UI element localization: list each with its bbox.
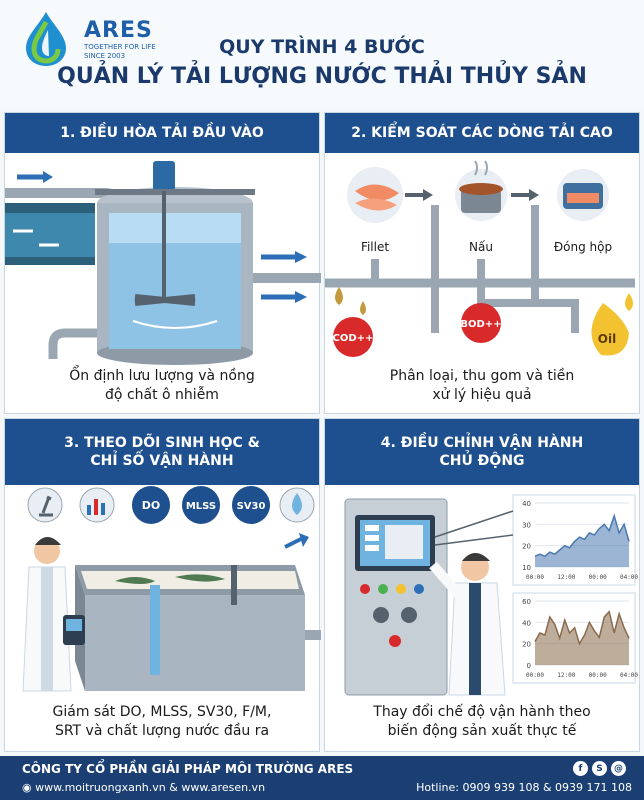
step-2-heading: 2. KIỂM SOÁT CÁC DÒNG TẢI CAO [325, 113, 639, 153]
x-tick-label: 00:00 [526, 672, 544, 679]
step-3-heading: 3. THEO DÕI SINH HỌC & CHỈ SỐ VẬN HÀNH [5, 419, 319, 485]
mail-icon[interactable]: @ [611, 761, 626, 776]
engineer-figure [429, 553, 506, 696]
footer: CÔNG TY CỔ PHẦN GIẢI PHÁP MÔI TRƯỜNG ARE… [0, 756, 644, 800]
badge-cod: COD++ [333, 333, 374, 344]
step-4-panel: 4. ĐIỀU CHỈNH VẬN HÀNH CHỦ ĐỘNG 10 20 30 40… [324, 418, 640, 752]
brand-tagline: TOGETHER FOR LIFE [84, 43, 156, 51]
step-1-heading: 1. ĐIỀU HÒA TẢI ĐẦU VÀO [5, 113, 319, 153]
y-tick-label: 20 [522, 543, 531, 551]
page-title-line2: QUẢN LÝ TẢI LƯỢNG NƯỚC THẢI THỦY SẢN [57, 64, 587, 89]
footer-website[interactable]: ◉ www.moitruongxanh.vn & www.aresen.vn [22, 781, 265, 794]
connector-line-2 [434, 534, 514, 546]
brand-name: ARES [84, 18, 153, 43]
indicator-sv30: SV30 [237, 501, 266, 512]
globe-icon: ◉ [22, 781, 36, 794]
canned-food-icon [557, 169, 609, 221]
page-title-line1: QUY TRÌNH 4 BƯỚC [219, 36, 425, 58]
brand-logo[interactable]: ARES TOGETHER FOR LIFE SINCE 2003 [18, 8, 158, 78]
badge-oil: Oil [598, 332, 616, 346]
step-3-caption: Giám sát DO, MLSS, SV30, F/M, SRT và chấ… [52, 704, 272, 739]
biological-monitoring-illustration: DO MLSS SV30 [22, 486, 321, 692]
step-1-caption: Ổn định lưu lượng và nồng độ chất ô nhiễ… [69, 368, 255, 403]
series-area [535, 611, 629, 665]
footer-website-text: www.moitruongxanh.vn & www.aresen.vn [35, 781, 266, 794]
y-tick-label: 10 [522, 564, 531, 572]
x-tick-label: 04:00 [620, 672, 638, 679]
trend-chart-2: 0 20 40 60 00:00 12:00 00:00 04:00 [522, 598, 638, 679]
water-drop-icon [26, 12, 66, 66]
bar-chart-icon [79, 487, 115, 523]
y-tick-label: 0 [527, 662, 531, 670]
x-tick-label: 00:00 [589, 672, 607, 679]
skype-icon[interactable]: S [592, 761, 607, 776]
source-label-cooking: Nấu [469, 240, 493, 254]
indicator-do: DO [142, 499, 160, 512]
control-cabinet [344, 498, 448, 696]
high-load-streams-illustration: Fillet Nấu Đóng hộp COD++ BOD++ Oil [325, 160, 635, 357]
step-2-caption: Phân loại, thu gom và tiền xử lý hiệu qu… [389, 368, 575, 403]
step-4-caption: Thay đổi chế độ vận hành theo biến động … [373, 704, 591, 739]
social-icons: f S @ [573, 761, 626, 776]
y-tick-label: 60 [522, 598, 531, 606]
series-line [534, 513, 630, 558]
source-label-canning: Đóng hộp [554, 240, 612, 254]
y-tick-label: 40 [522, 619, 531, 627]
equalization-tank-illustration [5, 161, 321, 365]
x-tick-label: 12:00 [557, 672, 575, 679]
series-line [534, 610, 630, 646]
y-tick-label: 40 [522, 500, 531, 508]
x-tick-label: 00:00 [526, 574, 544, 581]
y-tick-label: 30 [522, 521, 531, 529]
water-drop-icon [279, 487, 315, 523]
operator-figure [22, 537, 85, 692]
x-tick-label: 04:00 [620, 574, 638, 581]
step-4-heading: 4. ĐIỀU CHỈNH VẬN HÀNH CHỦ ĐỘNG [325, 419, 639, 485]
step-2-panel: 2. KIỂM SOÁT CÁC DÒNG TẢI CAO Fillet Nấu… [324, 112, 640, 414]
x-tick-label: 12:00 [557, 574, 575, 581]
fish-fillet-icon [347, 167, 403, 223]
badge-bod: BOD++ [460, 319, 501, 330]
microscope-icon [27, 487, 63, 523]
source-label-fillet: Fillet [361, 240, 389, 254]
indicator-mlss: MLSS [186, 501, 216, 512]
brand-since: SINCE 2003 [84, 52, 126, 60]
footer-company: CÔNG TY CỔ PHẦN GIẢI PHÁP MÔI TRƯỜNG ARE… [22, 762, 354, 776]
footer-hotline[interactable]: Hotline: 0909 939 108 & 0939 171 108 [416, 781, 632, 794]
series-area [535, 515, 629, 567]
step-3-panel: 3. THEO DÕI SINH HỌC & CHỈ SỐ VẬN HÀNH D… [4, 418, 321, 752]
y-tick-label: 20 [522, 641, 531, 649]
cooking-pot-icon [455, 160, 507, 221]
control-panel-illustration: 10 20 30 40 00:00 12:00 00:00 04:00 0 20 40 60 00:0… [344, 494, 638, 696]
connector-line-1 [434, 510, 514, 538]
x-tick-label: 00:00 [589, 574, 607, 581]
step-1-panel: 1. ĐIỀU HÒA TẢI ĐẦU VÀO Ổn định lưu lượn… [4, 112, 321, 414]
header: ARES TOGETHER FOR LIFE SINCE 2003 QUY TR… [0, 0, 644, 108]
trend-chart-1: 10 20 30 40 00:00 12:00 00:00 04:00 [522, 500, 638, 581]
facebook-icon[interactable]: f [573, 761, 588, 776]
